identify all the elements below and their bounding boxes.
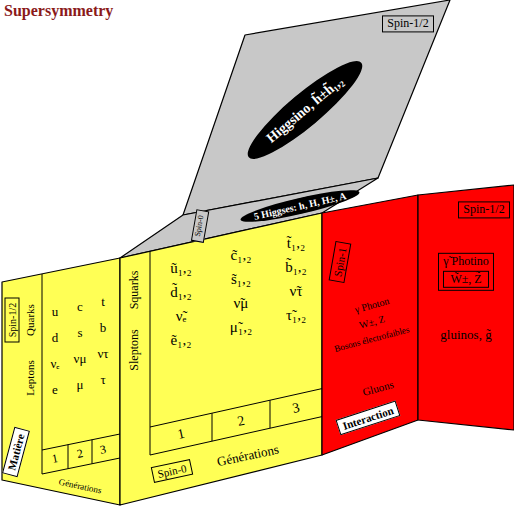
table-cell: 2 xyxy=(76,447,84,461)
table-cell: τ xyxy=(100,373,105,387)
table-cell: Générations xyxy=(58,478,103,497)
node-label: Spin-0 xyxy=(194,215,206,238)
table-cell: e xyxy=(52,383,58,397)
table-cell: Générations xyxy=(216,442,280,469)
table-cell: s̃₁,₂ xyxy=(231,271,251,288)
grid-line xyxy=(150,417,322,455)
table-cell: t̃₁,₂ xyxy=(287,235,305,252)
spin-box: Spin-0 xyxy=(151,459,193,483)
grid-line xyxy=(42,274,43,474)
spin-box: Spin-1 xyxy=(329,241,352,283)
spin-box: Spin-0 xyxy=(191,209,209,243)
node-label: Spin-1 xyxy=(331,247,348,278)
grid-line xyxy=(150,389,322,427)
node-label: Interaction xyxy=(341,404,395,432)
table-cell: gluinos, g̃ xyxy=(440,328,491,342)
grid-line xyxy=(150,251,151,455)
gaugino-box: γ̃ PhotinoW̃±, Z̃ xyxy=(438,253,494,291)
table-cell: 1 xyxy=(176,426,186,443)
category-box: Matière xyxy=(2,427,30,478)
node-label: Higgsino, h̃±h̃₁,₂ xyxy=(263,73,346,146)
grid-line xyxy=(270,400,271,428)
table-cell: d xyxy=(52,331,59,345)
table-cell: μ xyxy=(77,378,84,392)
node-label: Spin-1/2 xyxy=(387,17,428,30)
spin-box: Spin-1/2 xyxy=(5,298,20,343)
higgsino-ellipse: Higgsino, h̃±h̃₁,₂ xyxy=(237,49,372,170)
table-cell: Sleptons xyxy=(128,329,141,370)
gaugino-box: W̃±, Z̃ xyxy=(443,271,489,288)
node-label: Spin-0 xyxy=(156,462,187,480)
table-cell: ν̃μ xyxy=(234,295,249,312)
node-label: 5 Higgses: h, H, H±, A xyxy=(253,190,347,222)
table-cell: τ̃₁,₂ xyxy=(286,307,306,324)
table-cell: d̃₁,₂ xyxy=(170,284,192,301)
table-cell: μ̃₁,₂ xyxy=(230,319,252,336)
table-cell: 2 xyxy=(236,413,246,430)
node-label: W̃±, Z̃ xyxy=(450,273,481,286)
far-right-face xyxy=(418,185,514,430)
grid-line xyxy=(212,413,213,441)
table-cell: νμ xyxy=(74,352,87,366)
table-cell: Leptons xyxy=(24,360,36,395)
table-cell: u xyxy=(52,305,59,319)
ellipse-fill xyxy=(239,184,361,227)
table-cell: ũ₁,₂ xyxy=(170,260,192,277)
right-face xyxy=(322,195,418,455)
table-cell: W±, Z xyxy=(358,313,386,330)
table-cell: Bosons électrofaibles xyxy=(333,325,410,355)
table-cell: ν̃ₑ xyxy=(176,308,187,325)
node-label: Spin-1/2 xyxy=(463,203,504,216)
table-cell: γ Photon xyxy=(354,295,391,315)
table-cell: c̃₁,₂ xyxy=(231,247,252,264)
table-cell: 3 xyxy=(99,443,107,457)
table-cell: Quarks xyxy=(24,304,36,336)
node-label: Matière xyxy=(5,433,26,472)
table-cell: t xyxy=(101,295,105,309)
table-cell: b̃₁,₂ xyxy=(285,259,307,276)
table-cell: νₑ xyxy=(50,357,59,371)
table-cell: ẽ₁,₂ xyxy=(171,332,192,349)
spin-box: Spin-1/2 xyxy=(382,15,434,32)
ellipse-fill xyxy=(238,50,372,170)
higgs-band: 5 Higgses: h, H, H±, A xyxy=(238,184,362,228)
table-cell: Gluons xyxy=(361,378,395,398)
table-cell: c xyxy=(77,300,83,314)
table-cell: 3 xyxy=(291,400,301,417)
table-cell: s xyxy=(77,326,82,340)
category-box: Interaction xyxy=(336,401,401,436)
top-flap-face xyxy=(183,0,450,215)
grid-line xyxy=(68,445,69,469)
spin-box: Spin-1/2 xyxy=(458,201,510,218)
table-cell: Squarks xyxy=(128,271,141,310)
table-cell: ντ xyxy=(97,347,108,361)
node-label: Spin-1/2 xyxy=(7,303,18,337)
page-title: Supersymmetry xyxy=(4,2,113,20)
table-cell: 1 xyxy=(51,452,59,466)
table-cell: ν̃τ xyxy=(290,283,303,300)
node-label: γ̃ Photino xyxy=(443,255,489,268)
table-cell: b xyxy=(100,321,107,335)
grid-line xyxy=(92,440,93,464)
left-face xyxy=(2,258,120,505)
front-face xyxy=(120,213,322,505)
